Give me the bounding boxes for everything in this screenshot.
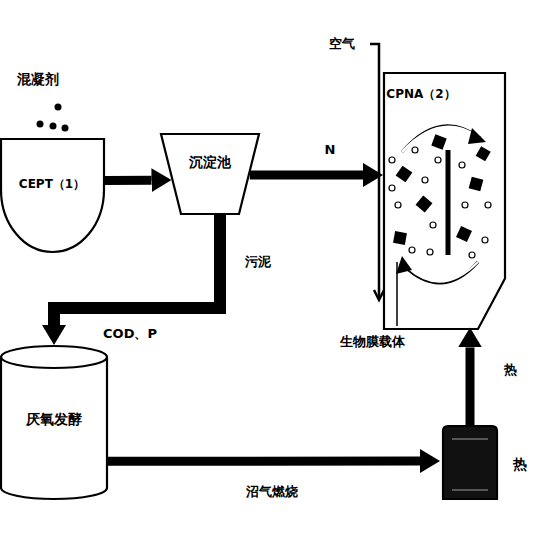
edge-label: 污泥 (243, 255, 273, 269)
carrier-label: 生物膜载体 (338, 335, 407, 349)
flow-arrow (250, 170, 363, 179)
reactor-vessel: CEPT（1） (0, 138, 105, 253)
heater-box-outline (440, 425, 500, 500)
digester-tank-shape (1, 346, 107, 499)
stream-label: COD、P (101, 327, 159, 341)
node-label: CPNA（2） (386, 88, 455, 101)
heater-box: 热 (440, 425, 500, 500)
node-label: CEPT（1） (19, 178, 85, 191)
edge-label: N (323, 143, 338, 157)
reactor-vessel-outline (0, 138, 105, 253)
digester-tank: 厌氧发酵 (0, 345, 108, 500)
reactor-vessel-shape (1, 139, 104, 252)
flow-arrow (108, 457, 420, 466)
settling-tank: 沉淀池 (160, 133, 260, 215)
reactor-tank-shape (384, 73, 505, 329)
heater-detail (452, 439, 488, 490)
heat-label: 热 (502, 363, 519, 377)
reagent-label: 混凝剂 (15, 72, 61, 87)
edge-label: 沼气燃烧 (244, 485, 300, 499)
flow-arrow (466, 347, 475, 425)
leader-line (396, 262, 398, 326)
heater-box-shape (443, 426, 497, 499)
reactor-interior (389, 126, 491, 283)
reactor-tank: CPNA（2） (383, 72, 508, 330)
flow-arrow (105, 176, 152, 185)
node-label: 热 (513, 457, 527, 472)
node-label: 沉淀池 (189, 155, 231, 170)
settling-tank-shape (161, 134, 259, 214)
settling-tank-outline (160, 133, 260, 215)
air-pipe (370, 44, 384, 300)
reactor-tank-outline (383, 72, 508, 330)
air-label: 空气 (327, 37, 357, 51)
node-label: 厌氧发酵 (26, 412, 82, 427)
